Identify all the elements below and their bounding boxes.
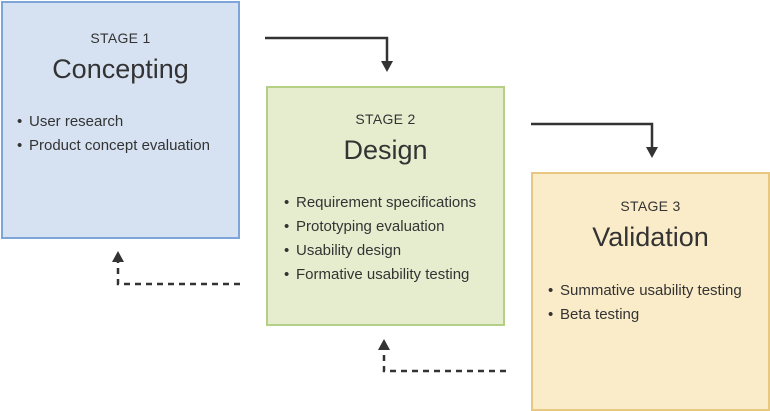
stage-1-title: Concepting [52, 54, 189, 84]
arrow-stage1-to-stage2 [265, 36, 393, 72]
feedback-arrow-stage3-to-stage2 [378, 339, 506, 373]
list-item: •Summative usability testing [548, 282, 742, 299]
list-item: •Formative usability testing [284, 266, 470, 283]
stage-1-label: STAGE 1 [90, 30, 151, 46]
stage-3-label: STAGE 3 [620, 198, 681, 214]
list-item: •Product concept evaluation [17, 137, 210, 154]
stage-2-items: •Requirement specifications •Prototyping… [284, 191, 476, 287]
feedback-arrow-stage2-to-stage1 [112, 251, 240, 286]
stage-1-box: STAGE 1 Concepting •User research •Produ… [1, 1, 240, 239]
list-item: •Prototyping evaluation [284, 218, 445, 235]
stage-3-items: •Summative usability testing •Beta testi… [548, 279, 742, 327]
arrow-stage2-to-stage3 [531, 122, 658, 158]
stage-2-label: STAGE 2 [355, 111, 416, 127]
stage-2-title: Design [343, 135, 428, 165]
list-item: •Requirement specifications [284, 194, 477, 211]
stage-3-box: STAGE 3 Validation •Summative usability … [531, 172, 770, 411]
list-item: •User research [17, 113, 124, 130]
stage-3-title: Validation [592, 222, 709, 252]
list-item: •Beta testing [548, 306, 640, 323]
stage-2-box: STAGE 2 Design •Requirement specificatio… [266, 86, 505, 326]
list-item: •Usability design [284, 242, 402, 259]
stage-1-items: •User research •Product concept evaluati… [17, 110, 210, 158]
